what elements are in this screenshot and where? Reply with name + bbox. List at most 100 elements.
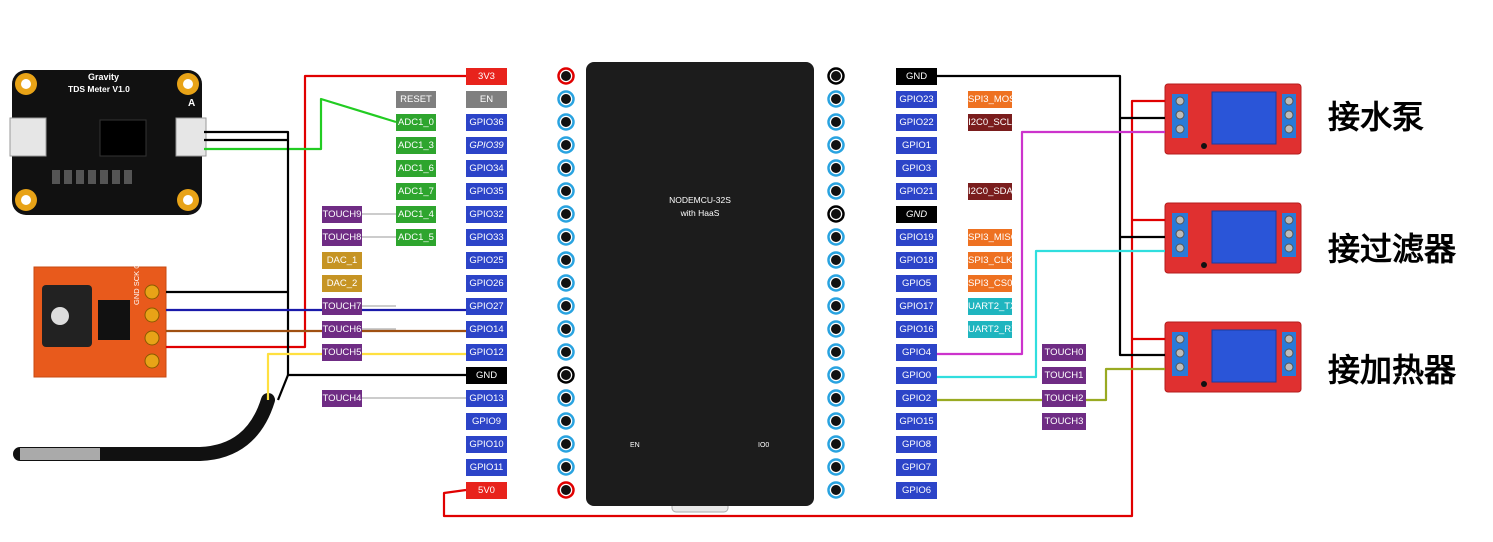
pin-label-gpio23: GPIO23 (896, 91, 937, 108)
pin-label-3v3: 3V3 (466, 68, 507, 85)
pin-func-spi3_cs0: SPI3_CS0 (968, 275, 1012, 292)
wire-gnd-left (166, 290, 466, 377)
pin-func-touch5: TOUCH5 (322, 344, 362, 361)
pin-left-3v3-core (561, 71, 571, 81)
pressure-sensor-pad (144, 307, 160, 323)
relay-caption-pump: 接水泵 (1328, 98, 1425, 136)
pin-right-gnd_r1-core (831, 71, 841, 81)
tds-chip (99, 119, 147, 157)
pin-left-gpio11-core (561, 462, 571, 472)
pin-label-en: EN (466, 91, 507, 108)
wire-gpio2 (936, 367, 1165, 402)
relay-screw (1175, 334, 1185, 344)
pin-label-gpio27: GPIO27 (466, 298, 507, 315)
pin-label-gpio10: GPIO10 (466, 436, 507, 453)
pin-func-uart2_txd: UART2_TXD (968, 298, 1012, 315)
pin-label-gnd_r2: GND (896, 206, 937, 223)
relay-screw (1175, 362, 1185, 372)
pin-label-gpio16: GPIO16 (896, 321, 937, 338)
wire-gpio12 (266, 352, 466, 400)
pin-right-gpio0-core (831, 370, 841, 380)
pin-right-gpio3-core (831, 163, 841, 173)
tds-title: TDS Meter V1.0 (68, 84, 130, 94)
tds-component (76, 170, 84, 184)
module-label-line2: with HaaS (680, 208, 720, 218)
pin-func-i2c0_scl: I2C0_SCL (968, 114, 1012, 131)
pin-func-spi3_clk: SPI3_CLK (968, 252, 1012, 269)
pin-left-gpio13-core (561, 393, 571, 403)
relay-screw (1175, 110, 1185, 120)
pin-func-touch0: TOUCH0 (1042, 344, 1086, 361)
pin-label-gnd_r1: GND (896, 68, 937, 85)
pressure-sensor-pad (144, 353, 160, 369)
pin-func-spi3_miso: SPI3_MISO (968, 229, 1012, 246)
wire-5v0 (442, 99, 1165, 518)
tds-component (124, 170, 132, 184)
relay-screw (1284, 334, 1294, 344)
pin-func-uart2_rxd: UART2_RXD (968, 321, 1012, 338)
pin-label-gpio15: GPIO15 (896, 413, 937, 430)
pin-left-5v0-core (561, 485, 571, 495)
pin-right-gpio18-core (831, 255, 841, 265)
pin-func-touch4: TOUCH4 (322, 390, 362, 407)
wire-tds-vcc (204, 130, 290, 140)
pin-left-gpio26-core (561, 278, 571, 288)
wire-gnd-right (936, 74, 1165, 357)
pin-right-gpio6-core (831, 485, 841, 495)
pin-right-gpio7-core (831, 462, 841, 472)
tds-mount-hole-center (21, 195, 31, 205)
wire-gnd-tds (204, 138, 290, 292)
pin-label-gpio12: GPIO12 (466, 344, 507, 361)
wire-3v3 (166, 74, 466, 349)
tds-component (112, 170, 120, 184)
pin-func-adc1_4: ADC1_4 (396, 206, 436, 223)
tds-mount-hole-center (21, 79, 31, 89)
pin-left-gpio25-core (561, 255, 571, 265)
pin-func-i2c0_sda: I2C0_SDA (968, 183, 1012, 200)
relay-coil (1211, 210, 1277, 264)
relay-coil (1211, 329, 1277, 383)
tds-component (88, 170, 96, 184)
relay-screw (1284, 362, 1294, 372)
relay-screw (1175, 96, 1185, 106)
relay-led (1201, 262, 1207, 268)
temp-sensor-pins: GND SCK OUT VCC (132, 235, 141, 305)
pin-label-gnd: GND (466, 367, 507, 384)
pin-label-gpio25: GPIO25 (466, 252, 507, 269)
tds-mount-hole-center (183, 195, 193, 205)
pin-func-touch7: TOUCH7 (322, 298, 362, 315)
pin-label-gpio2: GPIO2 (896, 390, 937, 407)
pin-right-gpio19-core (831, 232, 841, 242)
pin-left-gpio33-core (561, 232, 571, 242)
pin-label-gpio39: GPIO39 (466, 137, 507, 154)
pin-func-adc1_6: ADC1_6 (396, 160, 436, 177)
relay-screw (1284, 348, 1294, 358)
pin-func-dac_2: DAC_2 (322, 275, 362, 292)
pin-label-gpio21: GPIO21 (896, 183, 937, 200)
pin-left-gpio34-core (561, 163, 571, 173)
pin-right-gpio8-core (831, 439, 841, 449)
pressure-sensor-pad (144, 330, 160, 346)
pin-func-touch8: TOUCH8 (322, 229, 362, 246)
button-en-label: EN (630, 442, 640, 449)
pin-label-gpio18: GPIO18 (896, 252, 937, 269)
pin-left-gpio9-core (561, 416, 571, 426)
relay-module-3 (1164, 321, 1302, 393)
relay-coil (1211, 91, 1277, 145)
button-io0-label: IO0 (758, 442, 770, 449)
pin-label-gpio8: GPIO8 (896, 436, 937, 453)
relay-screw (1284, 229, 1294, 239)
tds-title-area (64, 70, 154, 96)
tds-component (52, 170, 60, 184)
esp32-board: NODEMCU-32S with HaaS EN IO0 (586, 62, 814, 506)
relay-screw (1175, 124, 1185, 134)
pressure-sensor-chip (98, 300, 130, 340)
relay-led (1201, 381, 1207, 387)
pin-func-touch6: TOUCH6 (322, 321, 362, 338)
pin-right-gpio16-core (831, 324, 841, 334)
pin-right-gpio23-core (831, 94, 841, 104)
pin-label-gpio1: GPIO1 (896, 137, 937, 154)
pin-label-gpio35: GPIO35 (466, 183, 507, 200)
pin-left-en-core (561, 94, 571, 104)
